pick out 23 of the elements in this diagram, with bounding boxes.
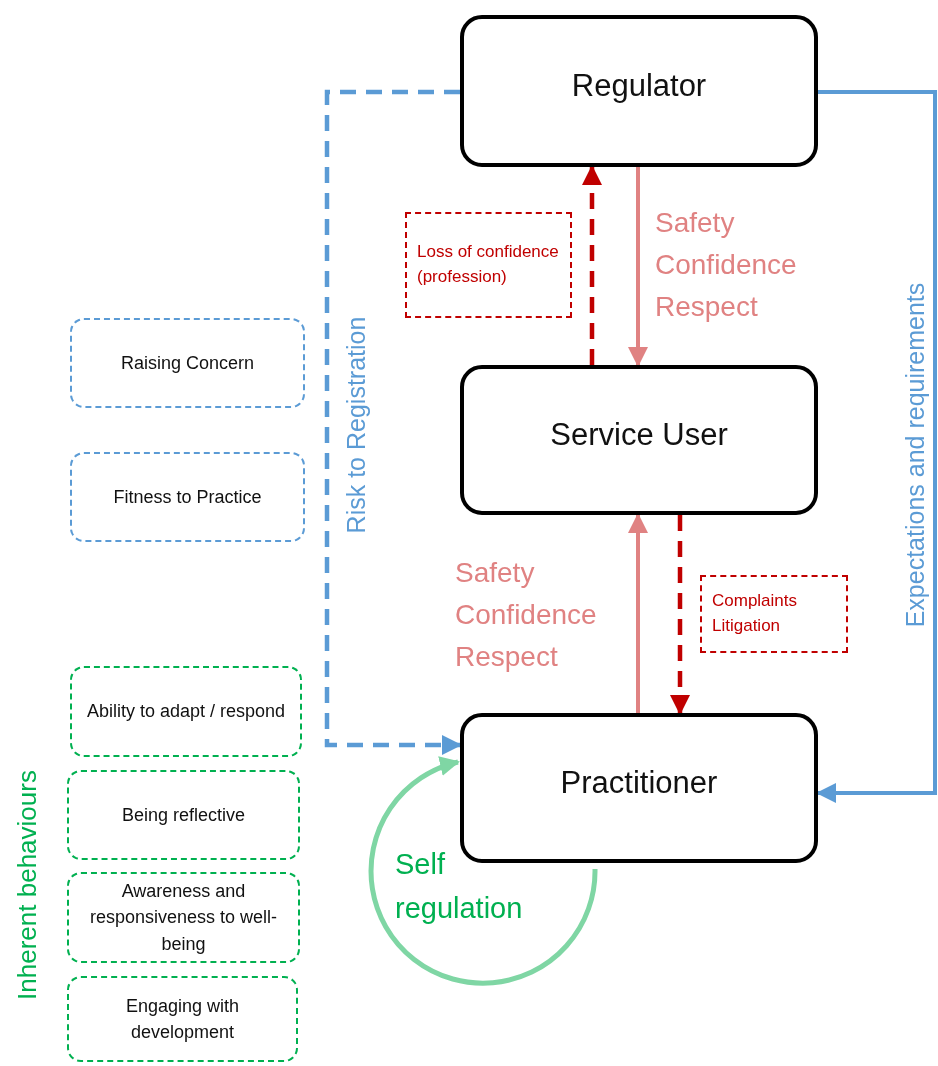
side-label: Inherent behaviours — [10, 770, 43, 1000]
process-box: Regulator — [460, 15, 818, 167]
arrow — [368, 757, 598, 986]
edge-label: Risk to Registration — [340, 316, 371, 534]
arrow — [628, 167, 648, 367]
note-box: Complaints Litigation — [700, 575, 848, 653]
arrow — [628, 513, 648, 713]
arrow — [816, 90, 937, 803]
note-box: Loss of confidence (profession) — [405, 212, 572, 318]
edge-label: Safety Confidence Respect — [455, 556, 598, 674]
process-box: Practitioner — [460, 713, 818, 863]
arrow — [670, 515, 690, 715]
concern-box: Raising Concern — [70, 318, 305, 408]
concern-box: Fitness to Practice — [70, 452, 305, 542]
behaviour-box: Being reflective — [67, 770, 300, 860]
behaviour-box: Ability to adapt / respond — [70, 666, 302, 757]
process-box: Service User — [460, 365, 818, 515]
arrow — [324, 89, 462, 755]
behaviour-box: Engaging with development — [67, 976, 298, 1062]
behaviour-box: Awareness and responsiveness to well-being — [67, 872, 300, 963]
edge-label: Safety Confidence Respect — [655, 206, 798, 324]
arrow — [582, 165, 602, 365]
edge-label: Expectations and requirements — [899, 282, 930, 628]
